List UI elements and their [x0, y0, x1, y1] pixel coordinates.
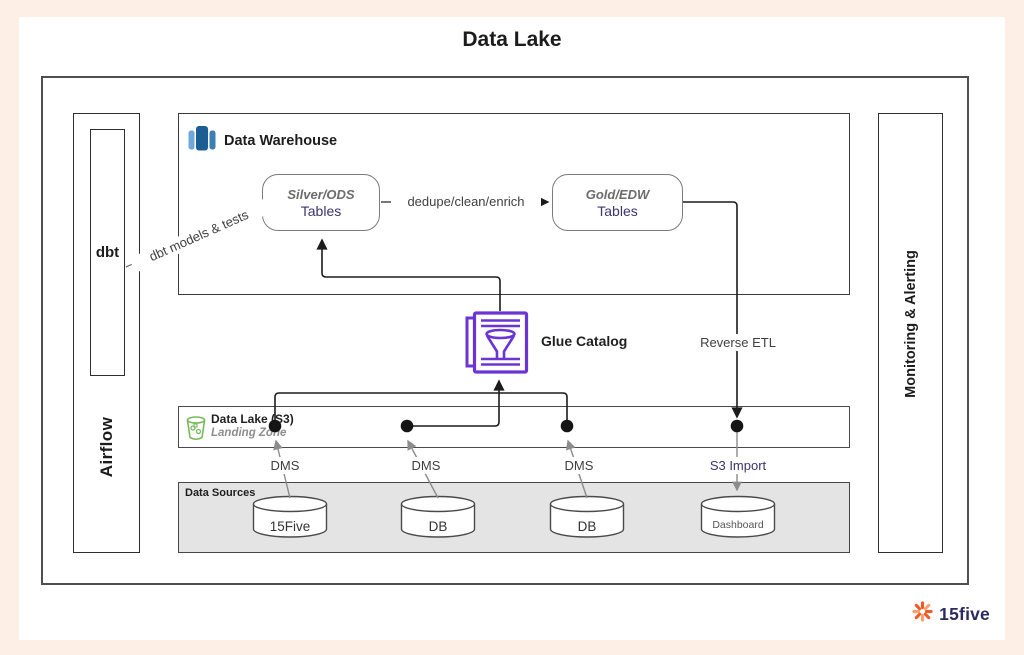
s3-bucket-icon [185, 414, 207, 447]
s3-import-label: S3 Import [703, 457, 773, 474]
landing-zone-title: Data Lake (S3) [211, 412, 294, 426]
airflow-container: dbt Airflow [73, 113, 140, 553]
starburst-icon [911, 600, 934, 628]
page-title: Data Lake [462, 28, 562, 51]
glue-catalog-icon [460, 306, 532, 376]
reverse-etl-label: Reverse ETL [699, 334, 777, 351]
silver-ods-line2: Tables [300, 202, 342, 219]
landing-zone-subtitle: Landing Zone [211, 427, 287, 439]
dedupe-clean-enrich-label: dedupe/clean/enrich [391, 194, 541, 210]
diagram-outer-border [41, 76, 969, 585]
dbt-box: dbt [90, 129, 125, 376]
data-lake-s3-bar: Data Lake (S3) Landing Zone [178, 406, 850, 448]
data-warehouse-label: Data Warehouse [224, 132, 338, 149]
source-cylinder-db2: DB [549, 495, 625, 539]
gold-edw-tables-node: Gold/EDW Tables [552, 174, 683, 231]
source-label: DB [428, 519, 448, 534]
airflow-label: Airflow [96, 416, 116, 478]
dms-label-1: DMS [264, 457, 306, 474]
source-cylinder-dashboard: Dashboard [700, 495, 776, 539]
source-label: Dashboard [712, 519, 764, 531]
silver-ods-line1: Silver/ODS [287, 186, 355, 202]
data-warehouse-header: Data Warehouse [187, 123, 337, 158]
monitoring-label: Monitoring & Alerting [902, 250, 919, 399]
source-label: DB [577, 519, 597, 534]
warehouse-cluster-icon [187, 123, 217, 158]
source-cylinder-15five: 15Five [252, 495, 328, 539]
gold-edw-line2: Tables [597, 202, 638, 219]
dms-label-2: DMS [405, 457, 447, 474]
gold-edw-line1: Gold/EDW [585, 186, 650, 202]
dbt-label: dbt [95, 244, 120, 261]
silver-ods-tables-node: Silver/ODS Tables [262, 174, 380, 231]
source-label: 15Five [269, 519, 311, 534]
glue-catalog-label: Glue Catalog [541, 333, 628, 349]
monitoring-container: Monitoring & Alerting [878, 113, 943, 553]
dms-label-3: DMS [558, 457, 600, 474]
logo-text: 15five [939, 603, 990, 624]
company-logo: 15five [911, 600, 990, 628]
data-sources-label: Data Sources [185, 487, 256, 499]
source-cylinder-db1: DB [400, 495, 476, 539]
